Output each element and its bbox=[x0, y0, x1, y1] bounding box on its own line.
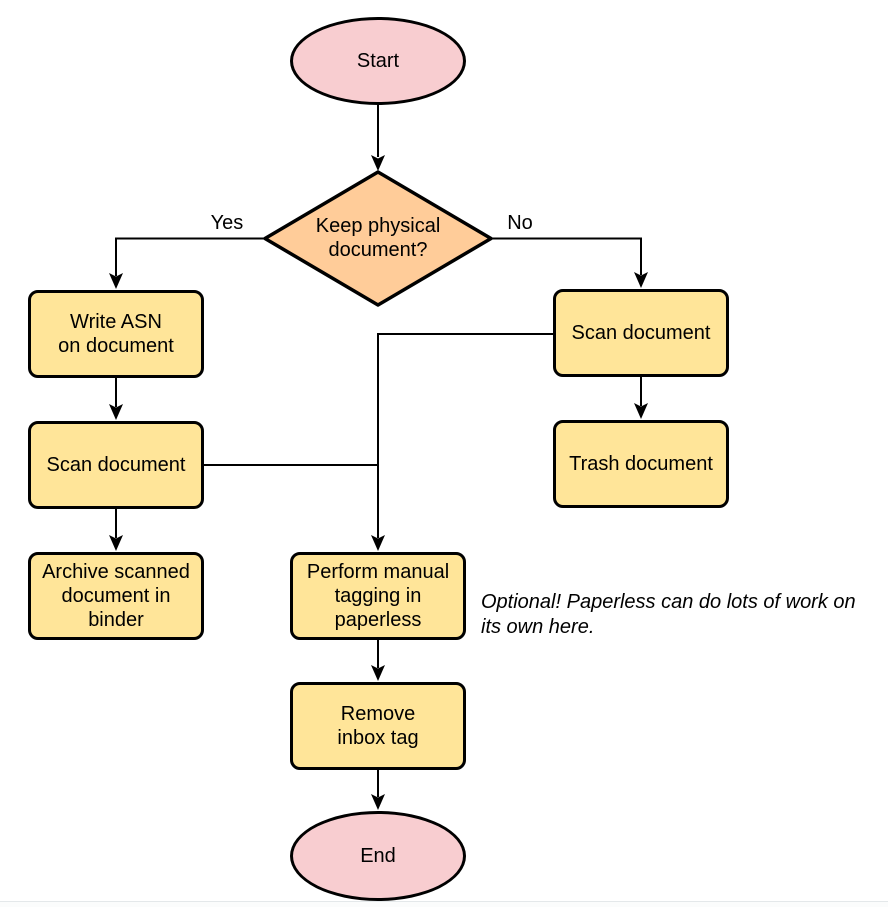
edge-scan-right-to-tagging bbox=[377, 333, 553, 538]
decision-node-label: Keep physical document? bbox=[315, 215, 441, 261]
no-edge-label: No bbox=[496, 211, 544, 235]
scan-document-right-node: Scan document bbox=[553, 289, 729, 377]
trash-document-node: Trash document bbox=[553, 420, 729, 508]
arrowhead-icon bbox=[371, 155, 385, 171]
yes-edge-label: Yes bbox=[203, 211, 251, 235]
archive-document-node: Archive scanned document in binder bbox=[28, 552, 204, 640]
edge-decision-to-scan-right bbox=[491, 237, 642, 275]
start-node: Start bbox=[290, 17, 466, 105]
arrowhead-icon bbox=[109, 404, 123, 420]
edge-decision-to-write-asn bbox=[115, 237, 265, 276]
arrowhead-icon bbox=[634, 403, 648, 419]
arrowhead-icon bbox=[634, 272, 648, 288]
manual-tagging-node: Perform manual tagging in paperless bbox=[290, 552, 466, 640]
remove-inbox-tag-node: Remove inbox tag bbox=[290, 682, 466, 770]
optional-note: Optional! Paperless can do lots of work … bbox=[481, 591, 856, 638]
arrowhead-icon bbox=[371, 794, 385, 810]
page-bottom-edge bbox=[0, 901, 888, 907]
write-asn-node: Write ASN on document bbox=[28, 290, 204, 378]
end-node: End bbox=[290, 811, 466, 901]
scan-document-left-node: Scan document bbox=[28, 421, 204, 509]
decision-node-shape bbox=[263, 170, 493, 307]
arrowhead-icon bbox=[371, 535, 385, 551]
arrowhead-icon bbox=[371, 665, 385, 681]
arrowhead-icon bbox=[109, 273, 123, 289]
arrowhead-icon bbox=[109, 535, 123, 551]
